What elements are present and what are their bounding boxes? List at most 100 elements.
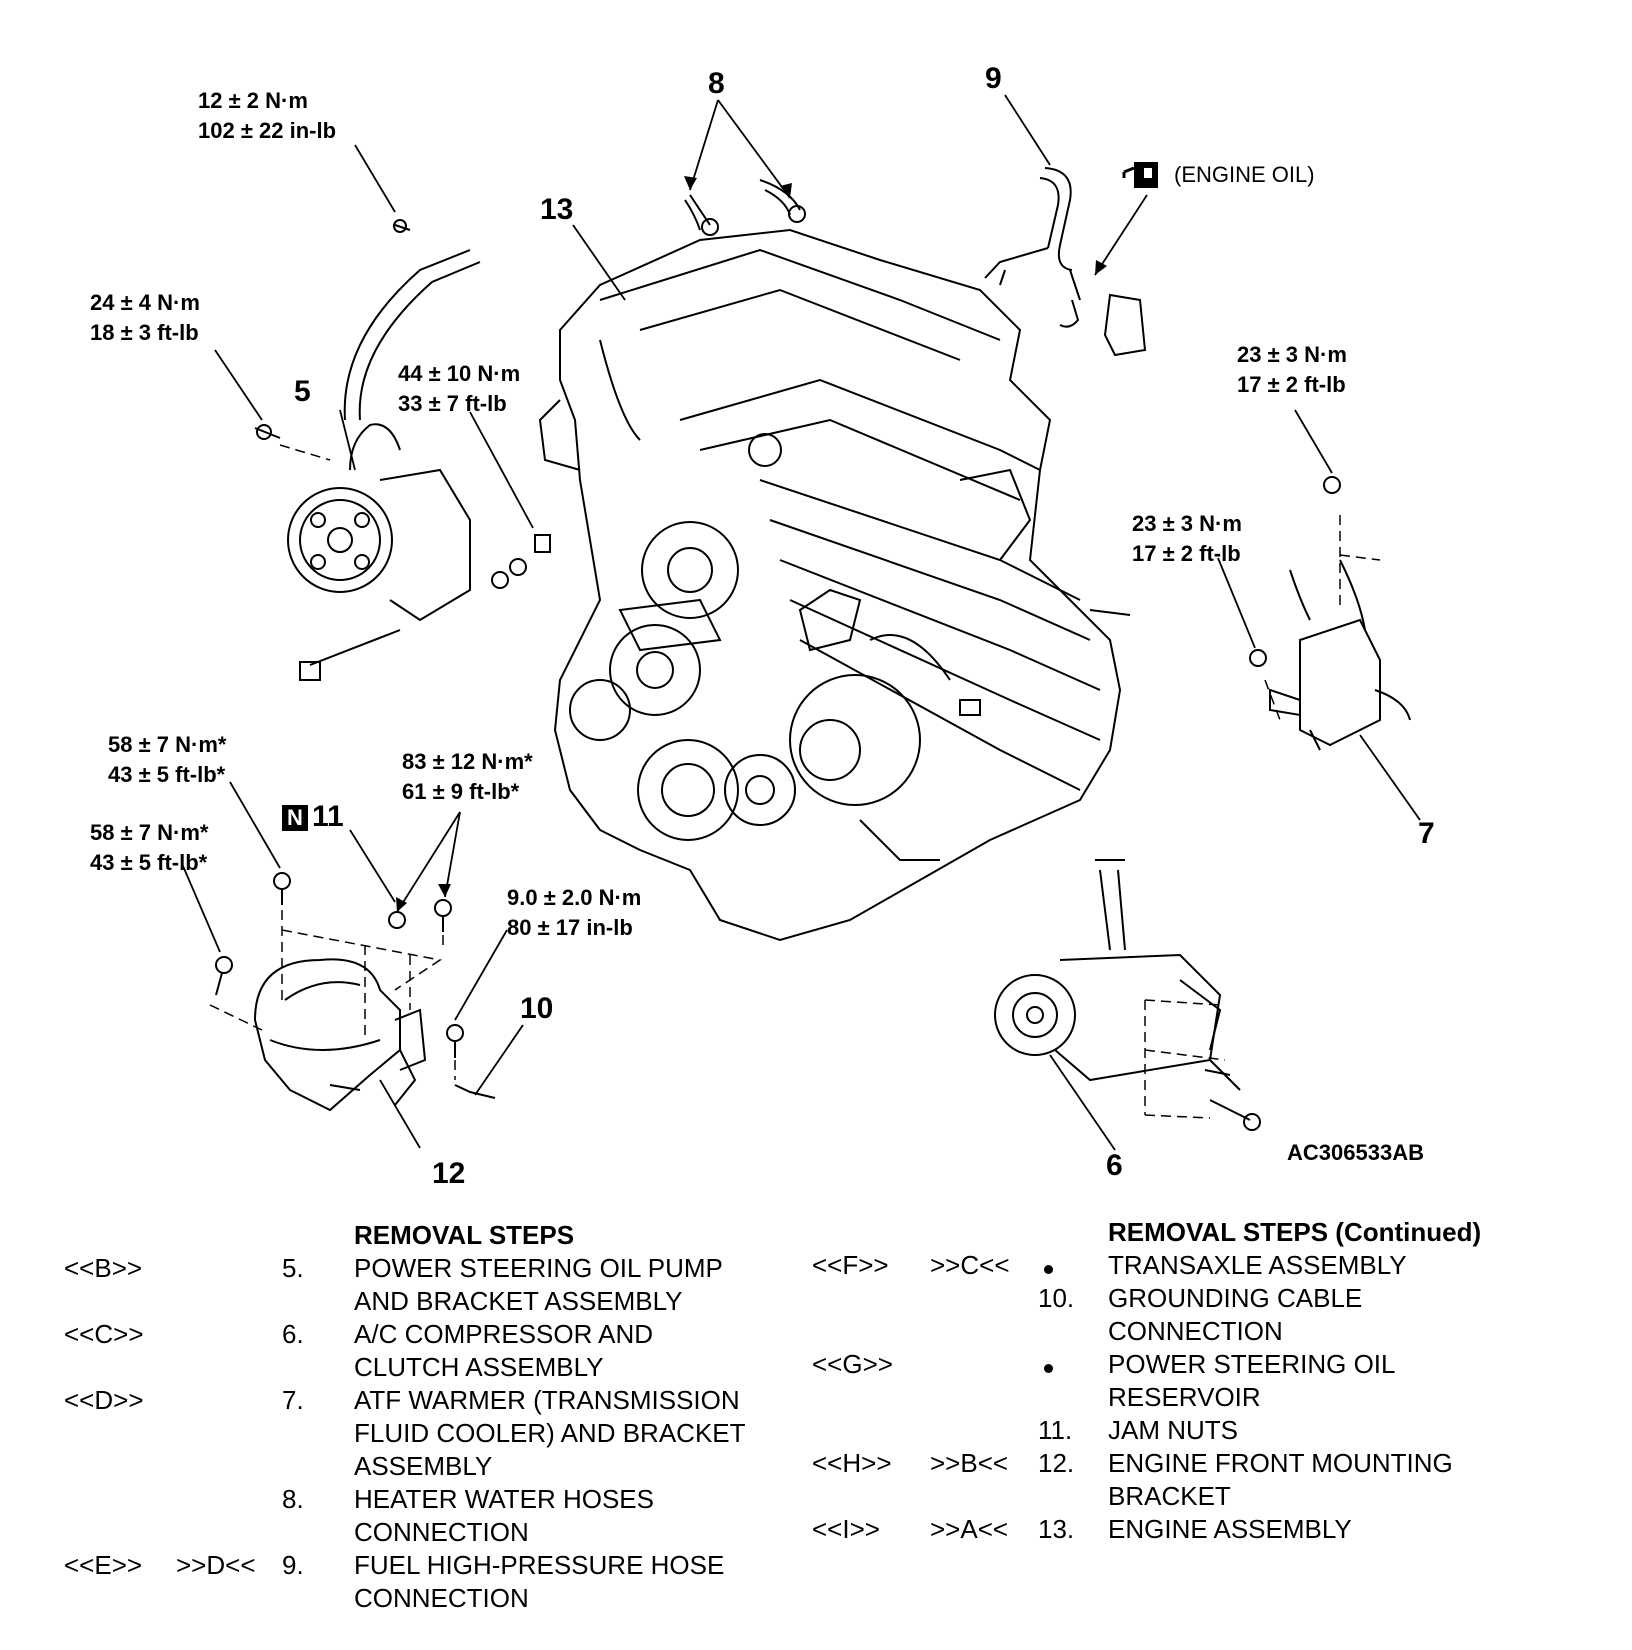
torque-atf-top: 23 ± 3 N·m 17 ± 2 ft-lb xyxy=(1237,340,1347,400)
step-row: <<E>>>>D<<9.FUEL HIGH-PRESSURE HOSE xyxy=(64,1549,794,1582)
removal-service-ref: <<H>> xyxy=(812,1448,892,1478)
step-text: RESERVOIR xyxy=(1108,1382,1261,1412)
removal-service-ref: <<E>> xyxy=(64,1550,143,1580)
step-row: 8. HEATER WATER HOSES xyxy=(64,1483,794,1516)
torque-metric: 58 ± 7 N·m* xyxy=(90,820,209,845)
step-number: 5. xyxy=(282,1253,304,1283)
step-text: POWER STEERING OIL PUMP xyxy=(354,1253,723,1283)
step-text: CONNECTION xyxy=(354,1517,529,1547)
torque-atf-side: 23 ± 3 N·m 17 ± 2 ft-lb xyxy=(1132,509,1242,569)
step-row: <<H>>>>B<<12.ENGINE FRONT MOUNTING xyxy=(812,1447,1612,1480)
step-text: FLUID COOLER) AND BRACKET xyxy=(354,1418,746,1448)
step-text: HEATER WATER HOSES xyxy=(354,1484,654,1514)
step-row: CLUTCH ASSEMBLY xyxy=(64,1351,794,1384)
step-text: ASSEMBLY xyxy=(354,1451,493,1481)
step-text: JAM NUTS xyxy=(1108,1415,1238,1445)
bullet-icon xyxy=(1044,1348,1053,1381)
torque-imperial: 43 ± 5 ft-lb* xyxy=(108,762,226,787)
step-row: 10.GROUNDING CABLE xyxy=(812,1282,1612,1315)
removal-service-ref: <<F>> xyxy=(812,1250,889,1280)
torque-metric: 9.0 ± 2.0 N·m xyxy=(507,885,642,910)
step-row: CONNECTION xyxy=(64,1582,794,1615)
engine-assembly-drawing xyxy=(538,228,1131,942)
step-row: 11.JAM NUTS xyxy=(812,1414,1612,1447)
step-text: GROUNDING CABLE xyxy=(1108,1283,1363,1313)
callout-5: 5 xyxy=(294,375,311,408)
step-row: FLUID COOLER) AND BRACKET xyxy=(64,1417,794,1450)
torque-metric: 24 ± 4 N·m xyxy=(90,290,200,315)
torque-metric: 83 ± 12 N·m* xyxy=(402,749,533,774)
removal-service-ref: <<B>> xyxy=(64,1253,143,1283)
steps-title-row: REMOVAL STEPS (Continued) xyxy=(812,1216,1612,1249)
torque-imperial: 61 ± 9 ft-lb* xyxy=(402,779,520,804)
step-text: ENGINE ASSEMBLY xyxy=(1108,1514,1352,1544)
alignment-dashes xyxy=(209,444,1381,1119)
torque-metric: 23 ± 3 N·m xyxy=(1132,511,1242,536)
oil-can-icon xyxy=(1122,162,1158,188)
torque-metric: 12 ± 2 N·m xyxy=(198,88,308,113)
installation-service-ref: >>A<< xyxy=(930,1514,1009,1544)
step-text: CONNECTION xyxy=(1108,1316,1283,1346)
step-row: BRACKET xyxy=(812,1480,1612,1513)
torque-ground: 9.0 ± 2.0 N·m 80 ± 17 in-lb xyxy=(507,883,641,943)
torque-ps-hose: 12 ± 2 N·m 102 ± 22 in-lb xyxy=(198,86,336,146)
step-text: CONNECTION xyxy=(354,1583,529,1613)
step-text: AND BRACKET ASSEMBLY xyxy=(354,1286,683,1316)
torque-imperial: 18 ± 3 ft-lb xyxy=(90,320,199,345)
installation-service-ref: >>C<< xyxy=(930,1250,1010,1280)
step-number: 8. xyxy=(282,1484,304,1514)
steps-title: REMOVAL STEPS (Continued) xyxy=(1108,1217,1482,1247)
step-text: ENGINE FRONT MOUNTING xyxy=(1108,1448,1453,1478)
removal-service-ref: <<G>> xyxy=(812,1349,893,1379)
step-row: <<D>>7.ATF WARMER (TRANSMISSION xyxy=(64,1384,794,1417)
n-badge: N xyxy=(282,805,308,831)
callout-13: 13 xyxy=(540,193,574,226)
step-row: RESERVOIR xyxy=(812,1381,1612,1414)
torque-imperial: 17 ± 2 ft-lb xyxy=(1237,372,1346,397)
step-text: TRANSAXLE ASSEMBLY xyxy=(1108,1250,1407,1280)
torque-imperial: 33 ± 7 ft-lb xyxy=(398,391,507,416)
step-row: CONNECTION xyxy=(64,1516,794,1549)
figure-code: AC306533AB xyxy=(1287,1140,1424,1165)
step-row: CONNECTION xyxy=(812,1315,1612,1348)
step-text: A/C COMPRESSOR AND xyxy=(354,1319,654,1349)
torque-jam-nuts: 83 ± 12 N·m* 61 ± 9 ft-lb* xyxy=(402,747,533,807)
step-row: AND BRACKET ASSEMBLY xyxy=(64,1285,794,1318)
torque-imperial: 80 ± 17 in-lb xyxy=(507,915,633,940)
mount-bolts-drawing xyxy=(215,872,496,1099)
torque-mount-a: 58 ± 7 N·m* 43 ± 5 ft-lb* xyxy=(108,730,226,790)
step-number: 13. xyxy=(1038,1514,1075,1544)
step-text: FUEL HIGH-PRESSURE HOSE xyxy=(354,1550,725,1580)
removal-service-ref: <<I>> xyxy=(812,1514,880,1544)
torque-ps-nut: 44 ± 10 N·m 33 ± 7 ft-lb xyxy=(398,359,520,419)
arrow-heads xyxy=(396,176,1107,912)
removal-service-ref: <<C>> xyxy=(64,1319,144,1349)
engine-oil-note: (ENGINE OIL) xyxy=(1174,162,1315,187)
callout-8: 8 xyxy=(708,67,725,100)
power-steering-pump-drawing xyxy=(254,219,551,681)
removal-steps-right: REMOVAL STEPS (Continued) <<F>> >>C<< TRAN… xyxy=(812,1216,1612,1546)
step-text: ATF WARMER (TRANSMISSION xyxy=(354,1385,740,1415)
step-row: ASSEMBLY xyxy=(64,1450,794,1483)
torque-imperial: 102 ± 22 in-lb xyxy=(198,118,337,143)
torque-metric: 44 ± 10 N·m xyxy=(398,361,521,386)
removal-service-ref: <<D>> xyxy=(64,1385,144,1415)
atf-warmer-drawing xyxy=(1249,476,1411,751)
steps-title: REMOVAL STEPS xyxy=(354,1220,575,1250)
step-number: 6. xyxy=(282,1319,304,1349)
callout-10: 10 xyxy=(520,992,554,1025)
step-row: <<B>> 5. POWER STEERING OIL PUMP xyxy=(64,1252,794,1285)
torque-imperial: 17 ± 2 ft-lb xyxy=(1132,541,1241,566)
torque-ps-bolt: 24 ± 4 N·m 18 ± 3 ft-lb xyxy=(90,288,200,348)
callout-6: 6 xyxy=(1106,1149,1123,1182)
step-number: 12. xyxy=(1038,1448,1075,1478)
step-text: BRACKET xyxy=(1108,1481,1231,1511)
installation-service-ref: >>D<< xyxy=(176,1550,256,1580)
callout-9: 9 xyxy=(985,62,1002,95)
fuel-high-pressure-hose-drawing xyxy=(984,167,1147,357)
removal-steps-left: REMOVAL STEPS <<B>> 5. POWER STEERING OIL … xyxy=(64,1219,794,1615)
engine-mount-bracket-drawing xyxy=(253,958,427,1112)
torque-imperial: 43 ± 5 ft-lb* xyxy=(90,850,208,875)
step-row: <<G>>POWER STEERING OIL xyxy=(812,1348,1612,1381)
step-row: <<I>> >>A<< 13. ENGINE ASSEMBLY xyxy=(812,1513,1612,1546)
